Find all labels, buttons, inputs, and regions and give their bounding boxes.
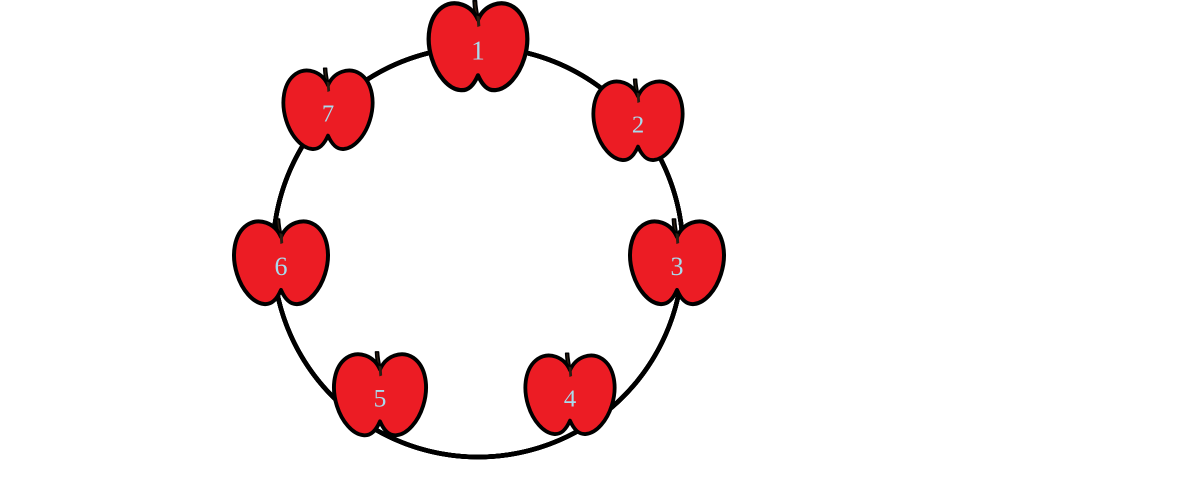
apple-node[interactable]: 3 xyxy=(628,218,726,307)
apple-stem-tip-icon xyxy=(568,366,573,377)
apple-body-icon xyxy=(232,219,330,307)
apple-stem-tip-icon xyxy=(326,81,331,92)
cycle-arc-connector xyxy=(270,53,686,460)
apple-stem-tip-icon xyxy=(378,365,383,377)
apple-body-icon xyxy=(426,1,530,93)
apple-number-label: 7 xyxy=(322,100,334,127)
apple-nodes-layer: 1 2 3 4 5 6 7 xyxy=(232,0,726,438)
apple-node[interactable]: 6 xyxy=(232,218,330,307)
apple-number-label: 6 xyxy=(275,252,288,281)
apple-node[interactable]: 4 xyxy=(523,352,617,436)
apple-stem-tip-icon xyxy=(636,92,641,103)
apple-number-label: 1 xyxy=(471,36,485,66)
apple-node[interactable]: 1 xyxy=(426,0,530,93)
apple-number-label: 3 xyxy=(671,252,684,281)
apple-body-icon xyxy=(523,353,617,436)
apple-number-label: 2 xyxy=(632,111,644,138)
apple-number-label: 4 xyxy=(564,385,576,412)
apple-body-icon xyxy=(591,79,685,162)
apple-number-label: 5 xyxy=(374,384,387,413)
apple-stem-tip-icon xyxy=(476,15,481,28)
apple-stem-tip-icon xyxy=(675,233,680,244)
apple-node[interactable]: 2 xyxy=(591,78,685,162)
apple-node[interactable]: 5 xyxy=(332,351,428,438)
apple-node[interactable]: 7 xyxy=(281,67,375,151)
apple-body-icon xyxy=(332,352,428,438)
apple-body-icon xyxy=(281,68,375,151)
apple-body-icon xyxy=(628,219,726,307)
apple-stem-tip-icon xyxy=(279,233,284,244)
